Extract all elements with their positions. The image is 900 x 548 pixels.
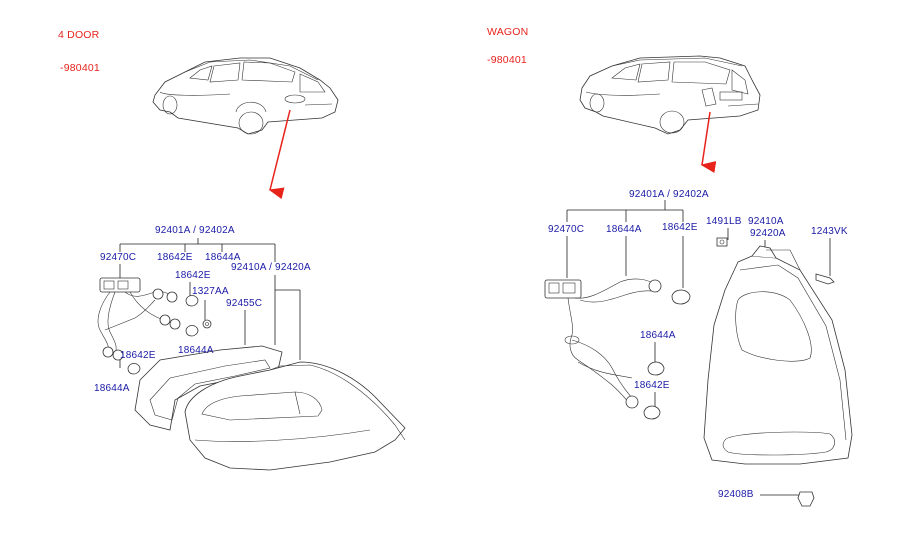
right-label-socket1[interactable]: 18642E xyxy=(662,222,698,233)
right-date-code: -980401 xyxy=(487,54,527,66)
left-label-clip[interactable]: 1327AA xyxy=(192,286,229,297)
right-label-lens[interactable]: 92410A xyxy=(748,216,784,227)
right-wiring-harness xyxy=(544,278,691,420)
right-variant-header: WAGON xyxy=(487,26,529,38)
left-lamp-lens xyxy=(184,361,406,471)
wagon-car-drawing xyxy=(579,55,761,135)
left-label-socket1[interactable]: 18642E xyxy=(157,252,193,263)
right-label-harness[interactable]: 92470C xyxy=(548,224,585,235)
right-label-lens2[interactable]: 92420A xyxy=(750,228,786,239)
right-label-bolt[interactable]: 1243VK xyxy=(811,226,848,237)
left-label-gasket[interactable]: 92455C xyxy=(226,298,263,309)
right-label-socket2[interactable]: 18642E xyxy=(634,380,670,391)
right-hardware xyxy=(716,237,835,507)
left-wiring-harness xyxy=(97,277,212,375)
right-label-screw[interactable]: 1491LB xyxy=(706,216,742,227)
wagon-red-arrow xyxy=(700,111,717,173)
left-leader-lines xyxy=(119,238,301,372)
right-label-bulb2[interactable]: 18644A xyxy=(640,330,676,341)
left-label-assembly[interactable]: 92401A / 92402A xyxy=(155,225,235,236)
right-label-assembly[interactable]: 92401A / 92402A xyxy=(629,189,709,200)
left-variant-header: 4 DOOR xyxy=(58,29,100,41)
left-label-socket2[interactable]: 18642E xyxy=(175,270,211,281)
left-label-socket3[interactable]: 18642E xyxy=(120,350,156,361)
right-label-cap[interactable]: 92408B xyxy=(718,489,754,500)
left-label-bulb1[interactable]: 18644A xyxy=(205,252,241,263)
left-date-code: -980401 xyxy=(60,62,100,74)
sedan-car-drawing xyxy=(152,57,339,135)
right-label-bulb1[interactable]: 18644A xyxy=(606,224,642,235)
left-label-lens[interactable]: 92410A / 92420A xyxy=(231,262,311,273)
left-label-harness[interactable]: 92470C xyxy=(100,252,137,263)
left-label-bulb3[interactable]: 18644A xyxy=(94,383,130,394)
sedan-red-arrow xyxy=(268,109,291,200)
right-lamp-lens xyxy=(703,245,853,465)
left-label-bulb2[interactable]: 18644A xyxy=(178,345,214,356)
